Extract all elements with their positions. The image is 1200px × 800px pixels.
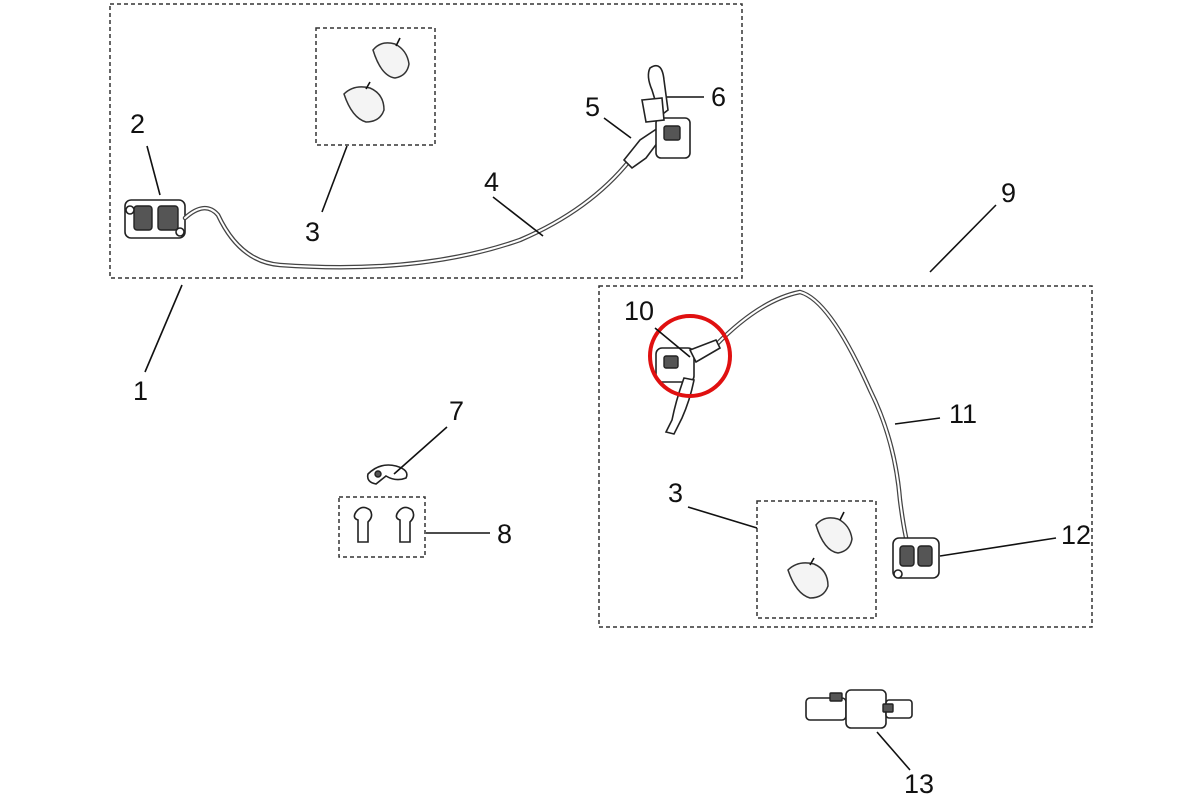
highlight-circle <box>648 314 732 398</box>
callout-2: 2 <box>130 109 145 139</box>
caliper-icon <box>892 537 940 579</box>
callout-13: 13 <box>904 769 934 799</box>
assembly-1-box <box>109 3 743 279</box>
caliper-icon <box>124 199 186 239</box>
callout-5: 5 <box>585 92 600 122</box>
brake-lever-icon <box>622 64 691 170</box>
callout-1: 1 <box>133 376 148 406</box>
leader-4 <box>492 196 544 237</box>
leader-10 <box>654 327 691 358</box>
brake-pad-icon <box>787 511 853 599</box>
brake-pads-box-bottom <box>756 500 877 619</box>
callout-4: 4 <box>484 167 499 197</box>
brake-pad-icon <box>343 37 410 123</box>
leader-5 <box>603 117 632 139</box>
hose-clip-icon <box>366 464 408 485</box>
callout-3: 3 <box>668 478 683 508</box>
leader-3a <box>321 145 348 213</box>
leader-9 <box>929 204 997 273</box>
leader-13 <box>876 731 911 771</box>
leader-12 <box>939 537 1057 557</box>
brake-lever-icon <box>655 338 722 435</box>
callout-6: 6 <box>711 82 726 112</box>
brake-switch-icon <box>805 689 913 729</box>
callout-7: 7 <box>449 396 464 426</box>
callout-12: 12 <box>1061 520 1091 550</box>
brake-pads-box-top <box>315 27 436 146</box>
leader-3b <box>687 506 758 529</box>
leader-11 <box>894 417 941 425</box>
callout-10: 10 <box>624 296 654 326</box>
callout-3: 3 <box>305 217 320 247</box>
brake-hose-icon <box>182 157 633 270</box>
assembly-9-box <box>598 285 1093 628</box>
callout-11: 11 <box>949 399 977 429</box>
brake-hose-icon <box>713 289 915 563</box>
callout-9: 9 <box>1001 178 1016 208</box>
leader-1 <box>144 284 183 373</box>
callout-8: 8 <box>497 519 512 549</box>
pad-spring-icon <box>353 506 415 543</box>
leader-7 <box>393 426 448 475</box>
leader-2 <box>146 145 161 196</box>
pad-spring-box <box>338 496 426 558</box>
